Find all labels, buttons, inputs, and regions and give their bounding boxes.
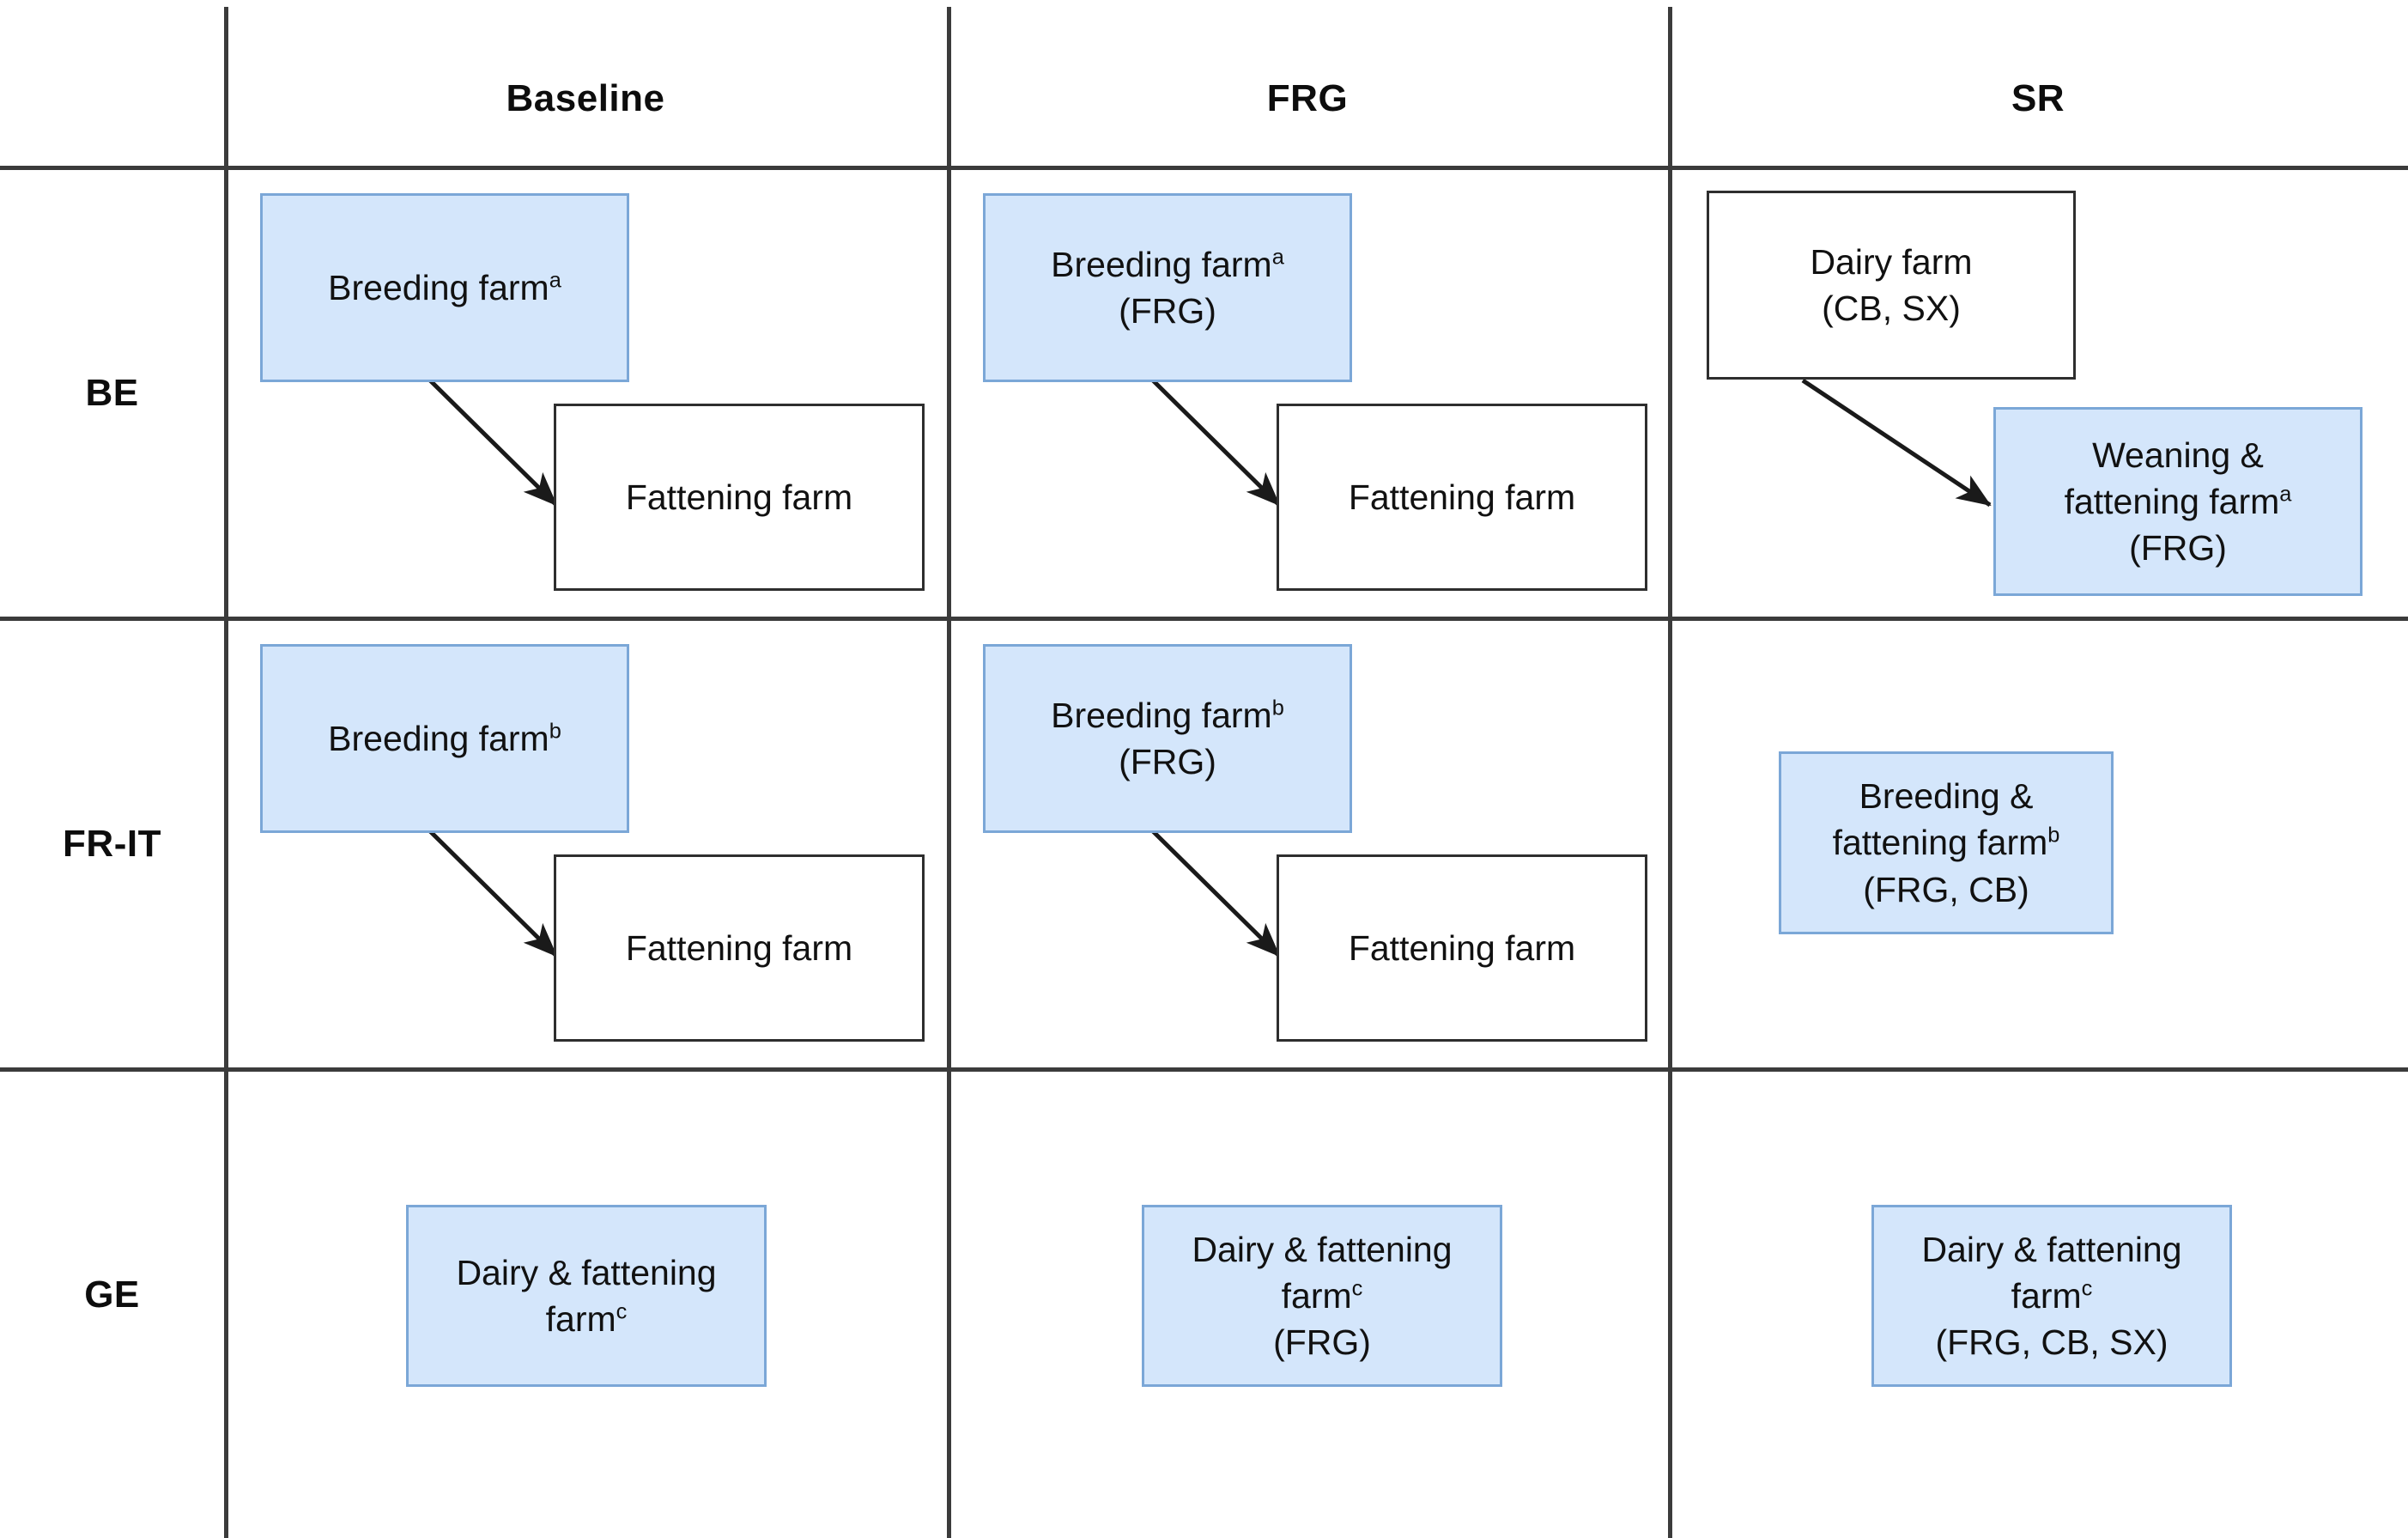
node-frit-baseline-breeding[interactable]: Breeding farmb — [260, 644, 629, 833]
node-ge-baseline-sup: c — [616, 1299, 628, 1324]
node-be-frg-breeding[interactable]: Breeding farma (FRG) — [983, 193, 1352, 382]
column-header-sr-label: SR — [2011, 77, 2065, 119]
node-ge-sr-line-1: farm — [2011, 1275, 2082, 1316]
row-header-ge-label: GE — [84, 1274, 140, 1316]
row-header-be-label: BE — [85, 372, 139, 414]
node-be-sr-weaning-line-1: fattening farm — [2064, 481, 2280, 521]
node-frit-frg-fattening[interactable]: Fattening farm — [1277, 854, 1647, 1042]
node-ge-sr-line-2: (FRG, CB, SX) — [1935, 1322, 2168, 1363]
node-frit-sr-line-1: fattening farm — [1832, 823, 2048, 863]
arrow-be-frg — [1150, 378, 1281, 507]
node-be-sr-weaning-line-2: (FRG) — [2129, 528, 2227, 568]
grid-vline-2 — [947, 7, 951, 1538]
node-be-sr-dairy-line-0: Dairy farm — [1810, 241, 1973, 282]
row-header-ge: GE — [0, 1274, 224, 1316]
column-header-baseline: Baseline — [224, 77, 947, 120]
grid-hline-row2 — [0, 1067, 2408, 1072]
node-frit-baseline-fattening-line-0: Fattening farm — [625, 927, 853, 968]
node-be-sr-dairy-line-1: (CB, SX) — [1822, 289, 1961, 328]
node-frit-frg-breeding-sup: b — [1271, 696, 1284, 720]
grid-vline-3 — [1668, 7, 1672, 1538]
node-be-baseline-fattening[interactable]: Fattening farm — [554, 404, 925, 591]
node-ge-baseline-line-1: farm — [545, 1299, 616, 1339]
node-be-baseline-breeding-sup: a — [549, 268, 561, 293]
node-frit-sr-sup: b — [2047, 823, 2060, 848]
node-ge-frg-line-1: farm — [1281, 1275, 1352, 1316]
grid-hline-header — [0, 166, 2408, 170]
node-frit-frg-breeding[interactable]: Breeding farmb (FRG) — [983, 644, 1352, 833]
column-header-frg-label: FRG — [1266, 77, 1349, 119]
node-frit-sr-breeding-fattening[interactable]: Breeding & fattening farmb (FRG, CB) — [1779, 751, 2114, 934]
node-ge-frg-sup: c — [1351, 1276, 1363, 1301]
node-frit-frg-breeding-line-0: Breeding farm — [1051, 695, 1272, 735]
node-be-frg-breeding-line-0: Breeding farm — [1051, 244, 1272, 284]
node-be-frg-breeding-line-1: (FRG) — [1119, 291, 1216, 331]
node-be-sr-weaning-line-0: Weaning & — [2092, 435, 2264, 475]
arrow-be-baseline — [428, 378, 558, 507]
node-ge-sr-line-0: Dairy & fattening — [1921, 1229, 2182, 1269]
node-be-baseline-fattening-line-0: Fattening farm — [625, 477, 853, 517]
node-ge-sr-dairy-fattening[interactable]: Dairy & fattening farmc (FRG, CB, SX) — [1871, 1205, 2232, 1387]
node-ge-frg-line-0: Dairy & fattening — [1192, 1229, 1453, 1269]
node-frit-baseline-breeding-sup: b — [549, 719, 561, 744]
arrow-frit-baseline — [428, 829, 558, 957]
node-frit-frg-breeding-line-1: (FRG) — [1119, 742, 1216, 781]
node-ge-baseline-line-0: Dairy & fattening — [456, 1252, 717, 1292]
node-ge-baseline-dairy-fattening[interactable]: Dairy & fattening farmc — [406, 1205, 767, 1387]
node-ge-sr-sup: c — [2081, 1276, 2093, 1301]
arrow-frit-frg — [1150, 829, 1281, 957]
row-header-frit-label: FR-IT — [63, 823, 161, 865]
node-frit-sr-line-0: Breeding & — [1859, 776, 2034, 817]
row-header-be: BE — [0, 372, 224, 415]
node-frit-baseline-fattening[interactable]: Fattening farm — [554, 854, 925, 1042]
node-be-frg-breeding-sup: a — [1271, 245, 1284, 270]
grid-vline-1 — [224, 7, 228, 1538]
column-header-sr: SR — [1668, 77, 2408, 120]
node-be-frg-fattening-line-0: Fattening farm — [1348, 477, 1576, 517]
grid-hline-row1 — [0, 617, 2408, 621]
node-be-frg-fattening[interactable]: Fattening farm — [1277, 404, 1647, 591]
node-frit-baseline-breeding-line-0: Breeding farm — [328, 718, 549, 758]
node-be-baseline-breeding[interactable]: Breeding farma — [260, 193, 629, 382]
node-be-sr-weaning-sup: a — [2279, 482, 2292, 507]
column-header-frg: FRG — [947, 77, 1668, 120]
node-be-baseline-breeding-line-0: Breeding farm — [328, 267, 549, 307]
arrow-be-sr — [1801, 378, 1992, 508]
node-ge-frg-dairy-fattening[interactable]: Dairy & fattening farmc (FRG) — [1142, 1205, 1502, 1387]
node-frit-sr-line-2: (FRG, CB) — [1863, 869, 2029, 909]
node-ge-frg-line-2: (FRG) — [1273, 1322, 1371, 1363]
node-be-sr-weaning[interactable]: Weaning & fattening farma (FRG) — [1993, 407, 2363, 596]
row-header-frit: FR-IT — [0, 823, 224, 866]
node-frit-frg-fattening-line-0: Fattening farm — [1348, 927, 1576, 968]
node-be-sr-dairy[interactable]: Dairy farm (CB, SX) — [1707, 191, 2076, 380]
column-header-baseline-label: Baseline — [506, 77, 665, 119]
